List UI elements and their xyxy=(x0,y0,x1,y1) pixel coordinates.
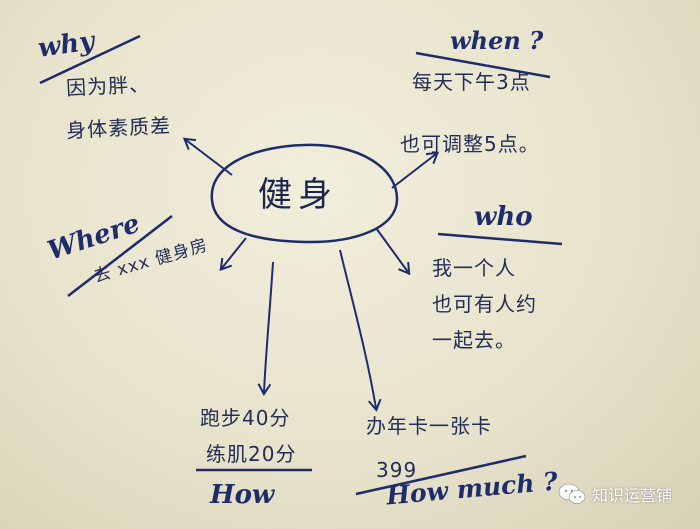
arrow-to-where xyxy=(219,237,247,272)
why-underline xyxy=(39,34,141,85)
wechat-icon xyxy=(558,483,586,504)
why-line-2: 身体素质差 xyxy=(65,113,172,143)
how-title: How xyxy=(210,480,275,510)
how-line-2: 练肌20分 xyxy=(206,442,297,466)
how-much-line-1: 办年卡一张卡 xyxy=(366,414,492,438)
how-line-1: 跑步40分 xyxy=(200,406,291,430)
how-much-line-2: 399 xyxy=(376,458,418,482)
center-ellipse xyxy=(210,143,399,244)
arrow-to-how xyxy=(257,261,274,396)
how-much-underline xyxy=(355,454,527,496)
arrow-to-why xyxy=(182,137,233,176)
arrow-to-who xyxy=(375,227,411,276)
who-line-3: 一起去。 xyxy=(432,328,516,352)
when-line-2: 也可调整5点。 xyxy=(400,132,540,156)
who-line-2: 也可有人约 xyxy=(432,292,537,316)
watermark: 知识运营铺 xyxy=(558,482,672,506)
when-title: when ? xyxy=(450,26,544,55)
when-underline xyxy=(415,51,551,79)
arrow-to-when xyxy=(391,151,440,189)
center-topic: 健身 xyxy=(258,175,338,215)
where-underline xyxy=(67,215,173,297)
when-line-1: 每天下午3点 xyxy=(412,70,531,94)
why-line-1: 因为胖、 xyxy=(65,71,151,101)
watermark-text: 知识运营铺 xyxy=(592,486,673,505)
who-title: who xyxy=(474,202,533,232)
arrow-to-how-much xyxy=(339,249,382,412)
who-line-1: 我一个人 xyxy=(432,256,516,280)
who-underline xyxy=(437,232,563,246)
